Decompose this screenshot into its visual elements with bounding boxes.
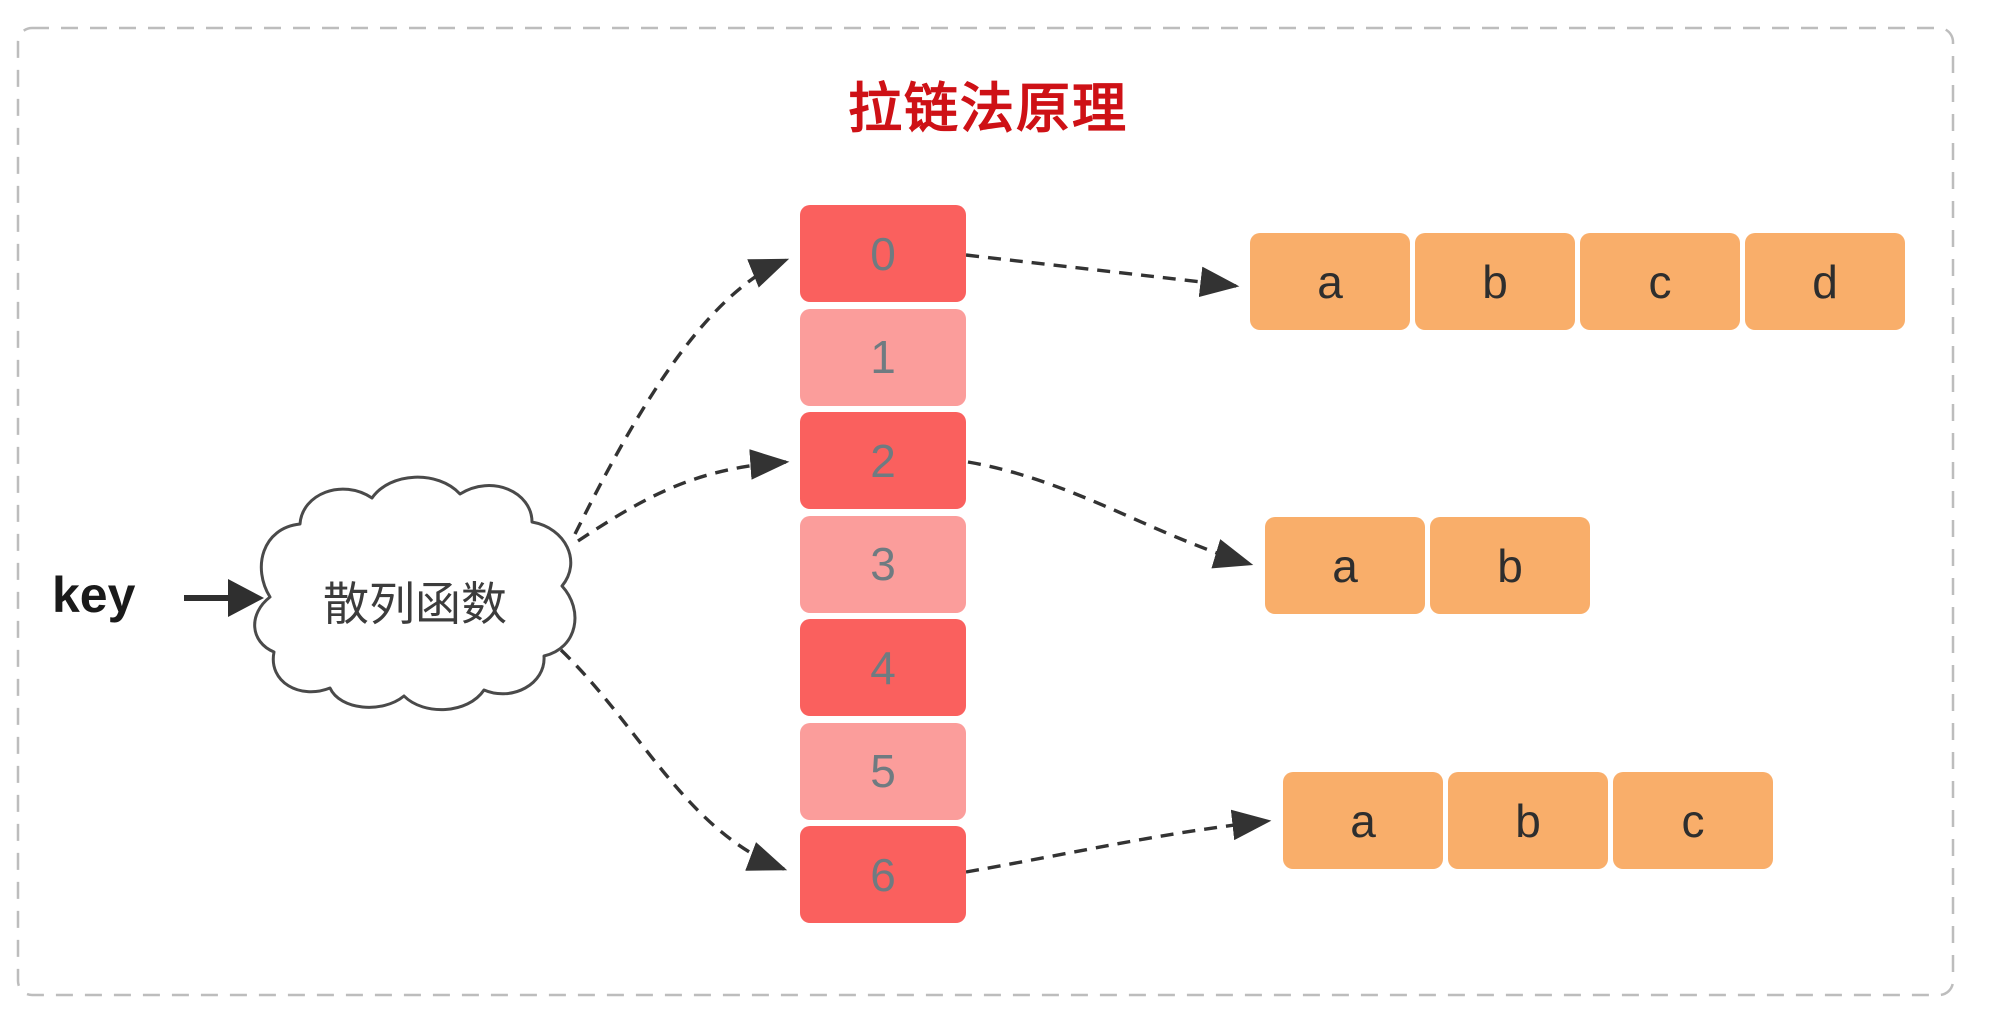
bucket-cell-1: 1 <box>800 308 966 406</box>
arrow-bucket-0-to-chain <box>965 253 1240 298</box>
bucket-cell-0: 0 <box>800 205 966 302</box>
key-label: key <box>52 567 136 623</box>
chain-bucket-2: a b <box>1265 517 1590 614</box>
arrow-bucket-2-to-chain <box>967 460 1254 569</box>
bucket-cell-6: 6 <box>800 826 966 923</box>
hash-function-cloud-shape <box>253 475 577 712</box>
bucket-cell-4: 4 <box>800 619 966 716</box>
chain-node: a <box>1265 517 1425 614</box>
key-to-cloud-arrow <box>184 579 264 617</box>
arrow-cloud-to-bucket-2 <box>577 449 790 543</box>
chain-node: b <box>1430 517 1590 614</box>
bucket-array: 0 1 2 3 4 5 6 <box>800 205 966 923</box>
chain-node: b <box>1415 233 1575 330</box>
diagram-title: 拉链法原理 <box>848 79 1128 139</box>
chain-node: a <box>1250 233 1410 330</box>
dashed-border <box>16 26 1955 997</box>
chain-bucket-6: a b c <box>1283 772 1773 869</box>
chain-bucket-0: a b c d <box>1250 233 1905 330</box>
chain-node: c <box>1580 233 1740 330</box>
arrow-cloud-to-bucket-0 <box>573 258 790 535</box>
chain-node: d <box>1745 233 1905 330</box>
bucket-cell-5: 5 <box>800 722 966 820</box>
chain-node: a <box>1283 772 1443 869</box>
bucket-cell-2: 2 <box>800 412 966 509</box>
chain-node: c <box>1613 772 1773 869</box>
arrow-cloud-to-bucket-6 <box>559 648 788 871</box>
hash-function-label: 散列函数 <box>323 578 507 630</box>
arrow-bucket-6-to-chain <box>965 809 1272 874</box>
bucket-cell-3: 3 <box>800 515 966 613</box>
chain-node: b <box>1448 772 1608 869</box>
